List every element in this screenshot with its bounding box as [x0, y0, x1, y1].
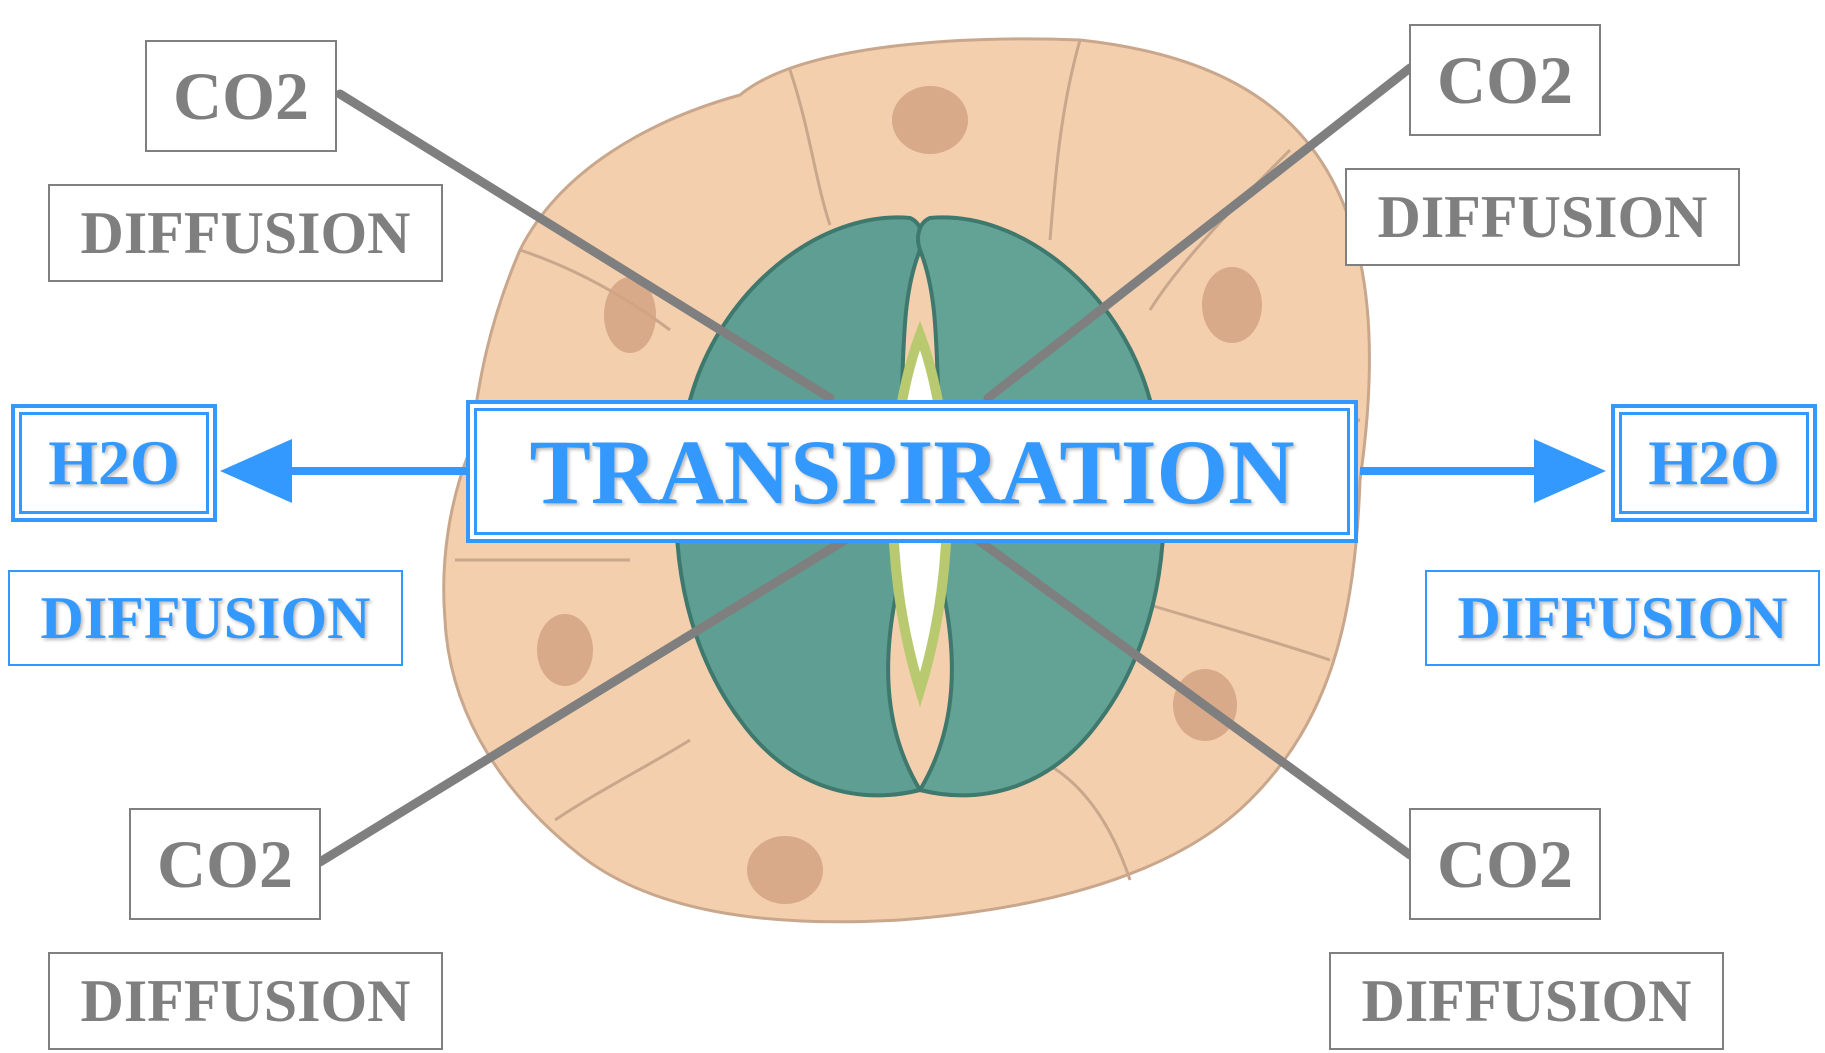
co2-bottom-left-label: CO2: [129, 808, 321, 920]
co2-bottom-right-label: CO2: [1409, 808, 1601, 920]
h2o-right-label: H2O: [1611, 404, 1817, 522]
co2-bottom-left-diffusion-label: DIFFUSION: [48, 952, 443, 1050]
h2o-left-diffusion-label: DIFFUSION: [8, 570, 403, 666]
co2-bottom-right-diffusion-label: DIFFUSION: [1329, 952, 1724, 1050]
co2-top-left-label: CO2: [145, 40, 337, 152]
cell-nucleus: [537, 614, 593, 686]
co2-top-right-diffusion-label: DIFFUSION: [1345, 168, 1740, 266]
cell-nucleus: [1202, 267, 1262, 343]
transpiration-label: TRANSPIRATION: [466, 400, 1358, 543]
cell-nucleus: [747, 836, 823, 904]
co2-top-right-label: CO2: [1409, 24, 1601, 136]
h2o-left-label: H2O: [11, 404, 217, 522]
co2-top-left-diffusion-label: DIFFUSION: [48, 184, 443, 282]
h2o-right-diffusion-label: DIFFUSION: [1425, 570, 1820, 666]
cell-nucleus: [892, 86, 968, 154]
